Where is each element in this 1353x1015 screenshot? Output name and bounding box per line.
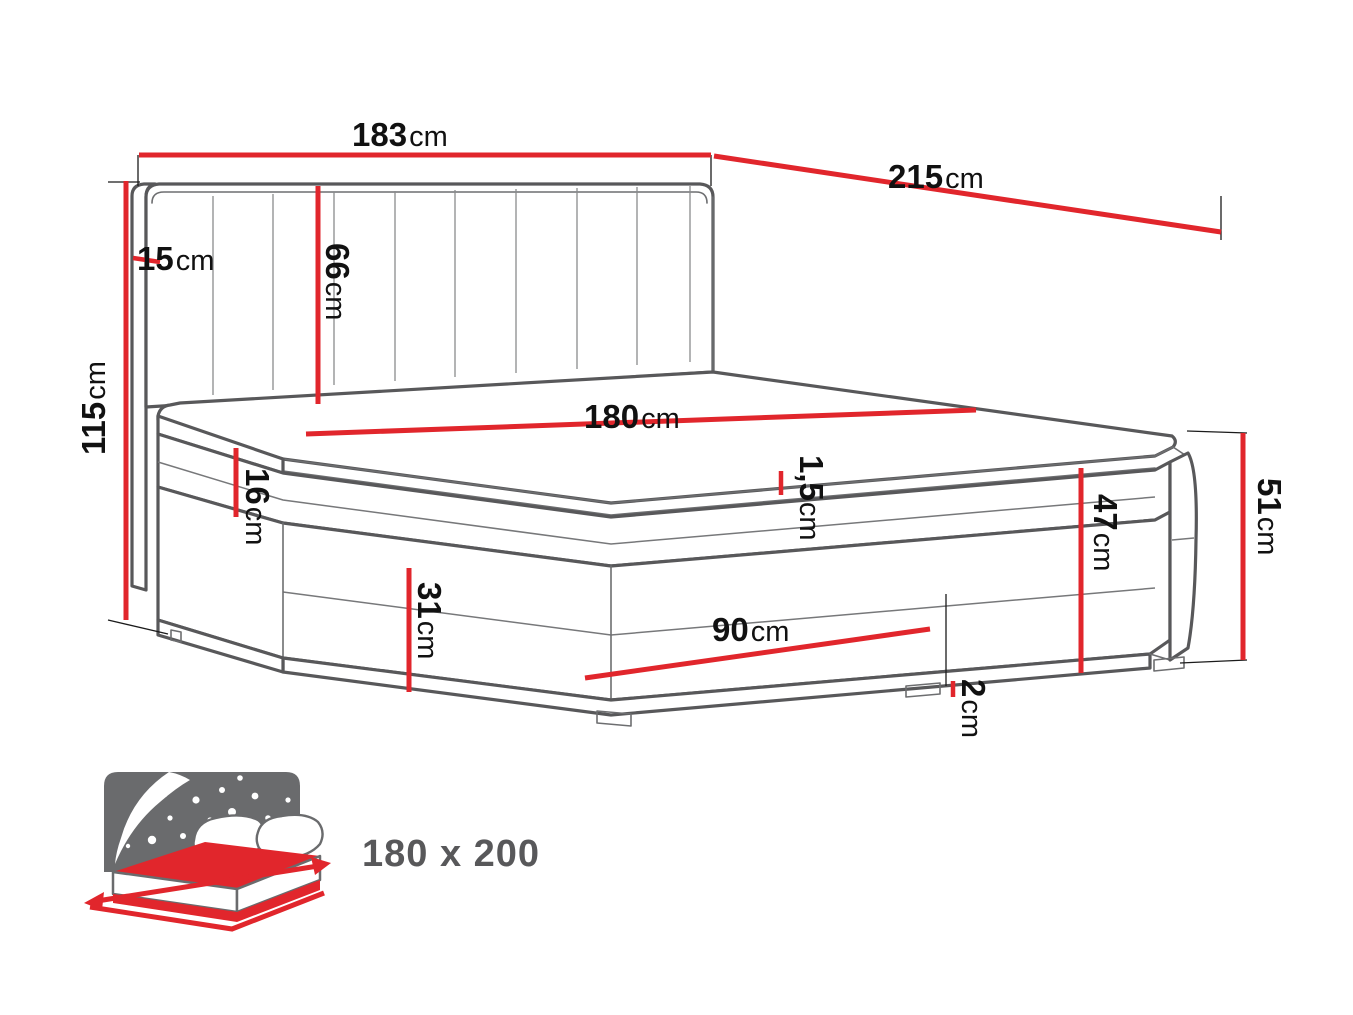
leader-51-bottom	[1179, 659, 1248, 664]
base-lower-body	[156, 618, 285, 674]
dimension-labels: 183cm 215cm 115cm 15cm 66cm 180cm 1,5cm …	[75, 116, 1288, 738]
base-right-side	[1168, 451, 1198, 662]
pillow-right	[255, 813, 324, 860]
label-215: 215cm	[888, 158, 984, 195]
bed-illustration	[130, 182, 1198, 727]
mattress-top	[113, 842, 320, 889]
label-31: 31cm	[411, 582, 448, 659]
label-51: 51cm	[1251, 478, 1288, 555]
label-2: 2cm	[955, 679, 992, 738]
leg-front-left	[170, 629, 182, 643]
leader-51-top	[1186, 430, 1248, 434]
dim-line-15	[132, 255, 161, 265]
mattress-size-icon: 180 x 200	[84, 772, 540, 932]
dim-line-215	[713, 153, 1222, 235]
mattress-size-label: 180 x 200	[362, 833, 540, 875]
label-90: 90cm	[712, 611, 789, 648]
icon-arrow-head-right	[311, 857, 331, 875]
icon-arrow-width	[89, 890, 325, 932]
label-180: 180cm	[584, 398, 680, 435]
leg-right-rear	[1153, 656, 1185, 672]
headboard-panel	[144, 182, 715, 409]
mattress-seam	[157, 461, 1156, 545]
headboard-top-bevel	[151, 191, 708, 204]
label-183: 183cm	[352, 116, 448, 153]
leader-115-bottom	[107, 619, 169, 635]
dim-line-90	[584, 626, 931, 681]
label-47: 47cm	[1087, 494, 1124, 571]
label-15-topper: 1,5cm	[793, 455, 830, 541]
label-66: 66cm	[319, 243, 356, 320]
dim-line-180	[305, 407, 977, 437]
icon-arrow-head-left	[84, 892, 104, 910]
dimension-annotations	[107, 152, 1248, 697]
headboard-channels	[212, 186, 691, 395]
icon-arrow-length	[96, 863, 319, 904]
label-16: 16cm	[239, 468, 276, 545]
base-right-side-seam	[1171, 537, 1195, 541]
leg-front-mid	[596, 710, 632, 727]
mattress-base-strip	[113, 880, 320, 922]
leg-right-mid	[905, 682, 941, 698]
label-15: 15cm	[137, 240, 214, 277]
moon-icon	[115, 772, 190, 864]
label-115: 115cm	[75, 361, 112, 455]
